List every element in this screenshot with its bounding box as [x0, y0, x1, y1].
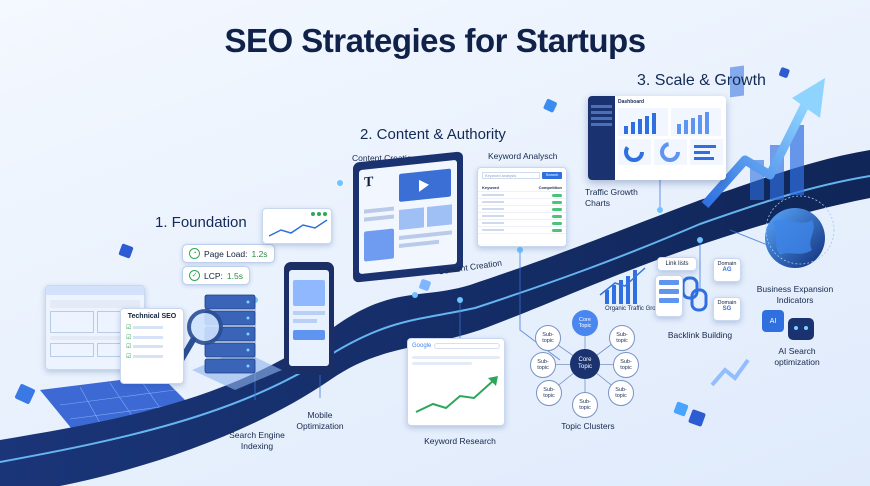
sub-topic-node: Sub- topic — [609, 325, 635, 351]
checkbox-icon: ☑ — [126, 324, 178, 334]
growth-road — [0, 150, 870, 486]
backlink-building-label: Backlink Building — [667, 330, 733, 340]
checkbox-icon: ☑ — [126, 334, 178, 344]
robot-icon — [788, 318, 814, 340]
stage-foundation-label: 1. Foundation — [155, 214, 247, 231]
donut-chart-icon — [618, 139, 651, 165]
table-row — [478, 206, 566, 213]
globe-icon — [765, 195, 835, 268]
performance-chart-card — [262, 208, 332, 244]
page-title: SEO Strategies for Startups — [224, 22, 646, 59]
check-icon: ✓ — [189, 270, 200, 281]
technical-seo-checklist: Technical SEO ☑ ☑ ☑ ☑ — [120, 308, 184, 384]
line-chart-icon — [268, 219, 328, 237]
bar-chart-icon — [671, 108, 721, 136]
column-header-keyword: Keyword — [482, 184, 499, 190]
keyword-research-card: Google — [407, 338, 505, 426]
sub-topic-node: Sub- topic — [535, 325, 561, 351]
page-load-value: 1.2s — [251, 248, 268, 259]
table-row — [478, 220, 566, 227]
chain-link-icon — [681, 276, 708, 312]
video-thumbnail — [399, 168, 451, 202]
domain-a-label: Domain — [717, 261, 737, 267]
domain-card-a: Domain AG — [713, 258, 741, 282]
server-rack-icon — [192, 294, 282, 390]
checkbox-icon: ☑ — [126, 353, 178, 363]
donut-chart-icon — [654, 139, 687, 165]
sub-topic-node: Sub- topic — [536, 380, 562, 406]
table-row — [478, 199, 566, 206]
checkbox-icon: ☑ — [126, 343, 178, 353]
domain-a-value: AG — [722, 267, 732, 273]
text-icon: T — [364, 174, 374, 191]
progress-bars-icon — [690, 139, 723, 165]
speed-gauge-icon: ◔ — [189, 248, 200, 259]
table-row — [478, 192, 566, 199]
table-row — [478, 213, 566, 220]
keyword-research-label: Keyword Research — [424, 436, 496, 446]
sub-topic-node: Sub- topic — [530, 352, 556, 378]
sub-topic-node: Sub- topic — [608, 380, 634, 406]
lcp-label: LCP: — [204, 270, 223, 281]
stage-content-label: 2. Content & Authority — [360, 126, 506, 143]
growth-arrow — [701, 65, 825, 208]
google-search-bar[interactable] — [434, 343, 500, 349]
traffic-growth-charts-label: Traffic Growth Charts — [585, 187, 638, 208]
dashboard-sidebar — [588, 96, 615, 180]
road-lane-line — [0, 175, 870, 463]
play-icon — [419, 178, 429, 192]
content-creation-monitor: T — [353, 151, 463, 283]
stage-scale-label: 3. Scale & Growth — [637, 72, 766, 89]
keyword-analysis-label: Keyword Analysch — [488, 151, 558, 161]
organic-traffic-growth-label: Organic Traffic Growth — [605, 306, 665, 312]
dashboard-title: Dashboard — [618, 99, 645, 105]
lcp-metric: ✓ LCP: 1.5s — [182, 266, 250, 285]
sub-topic-node: Sub- topic — [613, 352, 639, 378]
table-row — [478, 227, 566, 234]
search-engine-indexing-label: Search Engine Indexing — [229, 430, 285, 451]
topic-cluster-diagram: Core Topic Core Topic Sub- topic Sub- to… — [530, 310, 640, 420]
column-header-competition: Competition — [538, 184, 562, 190]
link-list-panel — [655, 275, 683, 317]
mobile-optimization-label: Mobile Optimization — [296, 410, 344, 431]
page-load-metric: ◔ Page Load: 1.2s — [182, 244, 275, 263]
keyword-search-button[interactable]: Search — [542, 172, 562, 179]
core-topic-small-node: Core Topic — [572, 310, 598, 336]
keyword-search-input[interactable]: Keyword analysis — [482, 172, 540, 179]
sub-topic-node: Sub- topic — [572, 392, 598, 418]
table-header: Keyword Competition — [478, 183, 566, 192]
image-icon — [364, 228, 394, 262]
business-expansion-label: Business Expansion Indicators — [756, 284, 834, 305]
content-creation-top-label: Content Creation — [352, 153, 417, 163]
topic-clusters-label: Topic Clusters — [561, 421, 615, 431]
domain-card-b: Domain SG — [713, 297, 741, 321]
link-lists-tag: Link lists — [657, 257, 697, 271]
phone-icon — [284, 262, 334, 374]
analytics-dashboard: Dashboard — [588, 96, 726, 180]
technical-seo-title: Technical SEO — [127, 313, 177, 320]
core-topic-node: Core Topic — [570, 349, 600, 379]
google-logo: Google — [412, 343, 432, 349]
ai-chip-icon: AI — [762, 310, 784, 332]
ai-chip-label: AI — [769, 317, 777, 325]
keyword-analysis-table: Keyword analysis Search Keyword Competit… — [477, 167, 567, 247]
lcp-value: 1.5s — [226, 270, 243, 281]
domain-b-label: Domain — [717, 300, 737, 306]
domain-b-value: SG — [722, 306, 732, 312]
organic-traffic-chart — [599, 267, 646, 304]
page-load-label: Page Load: — [204, 248, 248, 259]
ai-search-label: AI Search optimization — [774, 346, 820, 367]
bar-chart-icon — [618, 108, 668, 136]
trend-chart-icon — [415, 376, 498, 413]
